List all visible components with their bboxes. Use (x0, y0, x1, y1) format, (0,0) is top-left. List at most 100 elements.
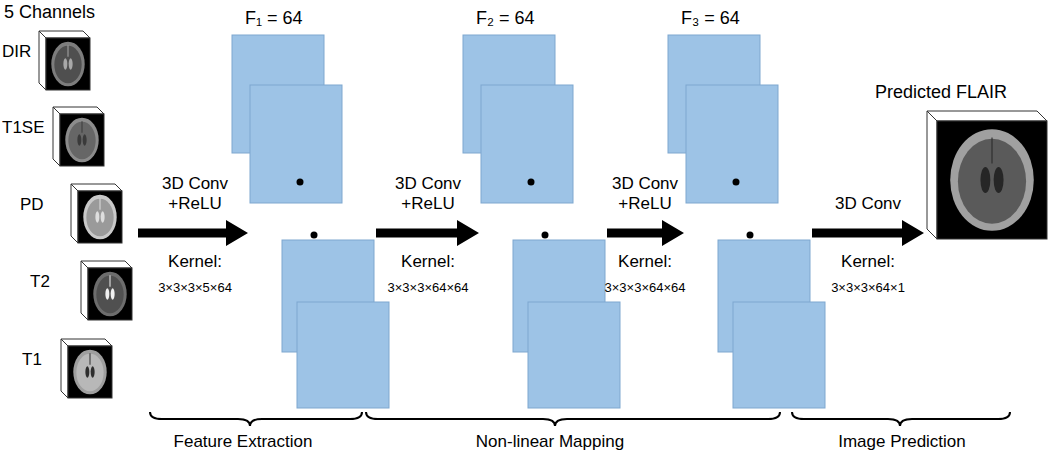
conv-arrow (138, 220, 248, 246)
mri-slice (88, 268, 132, 320)
mri-slice (46, 38, 90, 90)
box-side-face (61, 339, 68, 398)
feature-map (481, 85, 573, 203)
operation-label: 3D Conv +ReLU (386, 174, 470, 213)
brain-tissue (86, 199, 113, 236)
section-label: Feature Extraction (174, 432, 313, 452)
box-side-face (53, 107, 60, 166)
brain-outline (65, 118, 98, 163)
output-image: Predicted FLAIR (926, 110, 1050, 242)
brain-tissue (54, 46, 81, 83)
curly-brace (150, 412, 362, 426)
feature-count: F₁ = 64 (245, 8, 303, 29)
mri-slice (60, 114, 104, 166)
brain-tissue (76, 354, 103, 391)
feature-map (297, 302, 389, 408)
kernel-size: 3×3×3×64×64 (388, 281, 469, 296)
brain-fissure (992, 138, 993, 164)
feature-count: F₃ = 64 (681, 8, 740, 29)
feature-map (528, 302, 620, 408)
brain-tissue (68, 122, 95, 159)
brain-fissure (90, 353, 91, 364)
brain-fissure (100, 198, 101, 209)
conv-arrow (812, 220, 924, 246)
channel-label: DIR (2, 42, 31, 62)
brain-outline (73, 350, 106, 395)
ellipsis-dot (528, 179, 535, 186)
input-image: DIR (2, 30, 92, 92)
kernel-size: 3×3×3×64×1 (831, 281, 905, 296)
brain-ventricle (85, 366, 89, 377)
brain-fissure (82, 121, 83, 132)
box-top-face (39, 31, 90, 38)
box-top-face (71, 184, 122, 191)
ellipsis-dot (747, 232, 754, 239)
brain-outline (51, 42, 84, 87)
feature-map-drawing (666, 8, 836, 410)
mri-thumbnail (60, 338, 114, 400)
feature-map-stack: F₃ = 64 (686, 8, 810, 408)
curly-brace (792, 412, 1010, 426)
brain-ventricle (91, 366, 95, 377)
brain-outline (93, 272, 126, 317)
brain-ventricle (63, 58, 67, 69)
brain-fissure (110, 275, 111, 286)
channel-label: T2 (30, 272, 50, 292)
brain-tissue (96, 276, 123, 313)
brain-ventricle (77, 134, 81, 145)
feature-count: F₂ = 64 (476, 8, 535, 29)
input-image: PD (20, 183, 124, 245)
ellipsis-dot (297, 179, 304, 186)
conv-arrow (607, 220, 684, 246)
input-image: T2 (30, 260, 134, 322)
curly-brace (366, 412, 780, 426)
group-heading: 5 Channels (4, 2, 95, 23)
kernel-caption: Kernel: (168, 252, 222, 272)
feature-map-drawing (230, 8, 400, 410)
mri-slice (937, 121, 1047, 239)
input-channel-group: 5 ChannelsDIR T1SE PD T2T1 (0, 0, 136, 405)
channel-label: T1SE (2, 118, 45, 138)
brain-ventricle (105, 288, 109, 299)
section-label: Non-linear Mapping (476, 432, 624, 452)
feature-map (686, 85, 778, 203)
brain-ventricle (95, 211, 99, 222)
box-top-face (927, 111, 1047, 121)
box-side-face (927, 111, 937, 239)
operation-label: 3D Conv (826, 194, 910, 214)
box-side-face (81, 261, 88, 320)
box-top-face (61, 339, 112, 346)
brain-ventricle (980, 167, 990, 193)
box-top-face (81, 261, 132, 268)
box-side-face (71, 184, 78, 243)
operation-label: 3D Conv +ReLU (603, 174, 687, 213)
feature-map (733, 302, 825, 408)
mri-thumbnail (52, 106, 106, 168)
kernel-caption: Kernel: (401, 252, 455, 272)
mri-thumbnail (70, 183, 124, 245)
brain-ventricle (83, 134, 87, 145)
mri-slice (78, 191, 122, 243)
box-top-face (53, 107, 104, 114)
conv-arrow (376, 220, 479, 246)
mri-slice (68, 346, 112, 398)
brain-ventricle (994, 167, 1004, 193)
brain-ventricle (101, 211, 105, 222)
input-image: T1 (22, 338, 114, 400)
ellipsis-dot (311, 232, 318, 239)
ellipsis-dot (733, 179, 740, 186)
kernel-caption: Kernel: (841, 252, 895, 272)
feature-map-stack: F₁ = 64 (250, 8, 374, 408)
feature-map-drawing (461, 8, 631, 410)
kernel-size: 3×3×3×5×64 (158, 281, 232, 296)
feature-map-stack: F₂ = 64 (481, 8, 605, 408)
channel-label: T1 (22, 350, 42, 370)
section-label: Image Prediction (838, 432, 966, 452)
mri-thumbnail (80, 260, 134, 322)
kernel-caption: Kernel: (618, 252, 672, 272)
channel-label: PD (20, 195, 44, 215)
brain-outline (950, 129, 1034, 230)
box-side-face (39, 31, 46, 90)
operation-label: 3D Conv +ReLU (153, 174, 237, 213)
